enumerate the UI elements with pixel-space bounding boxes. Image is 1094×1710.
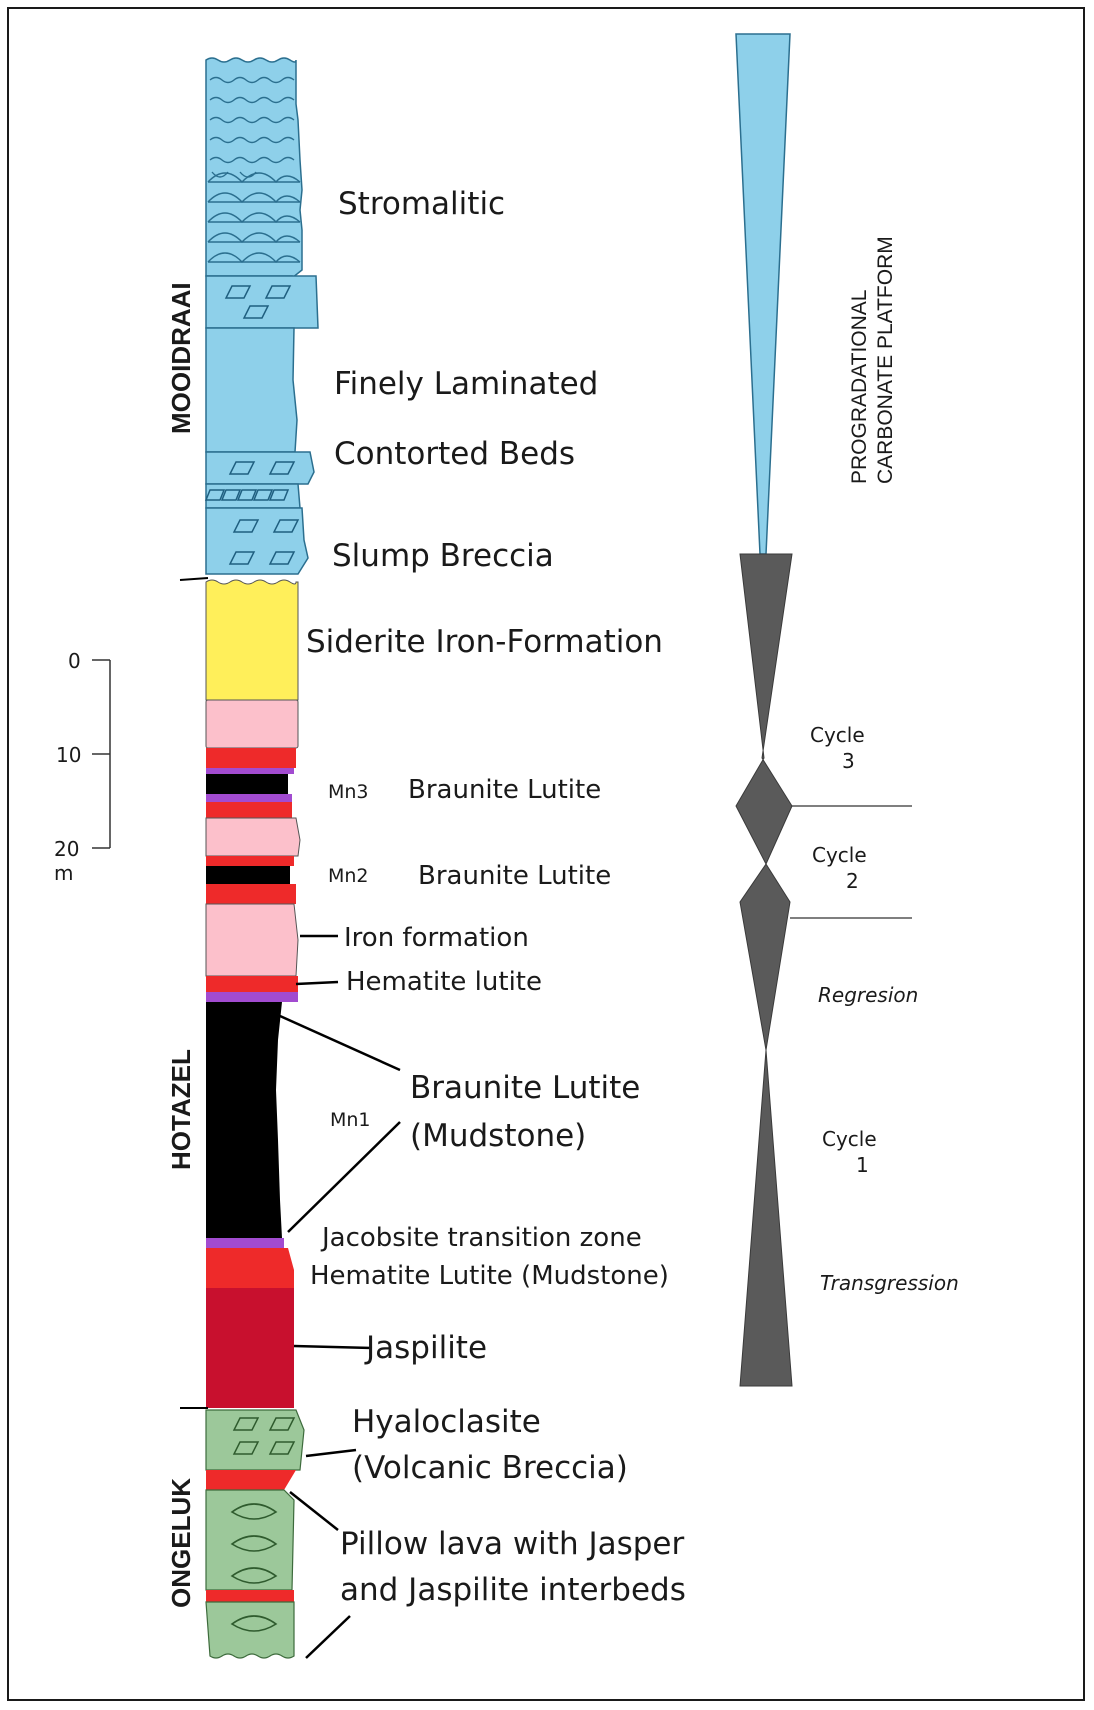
regresion-label: Regresion (818, 983, 918, 1007)
label-slump-breccia: Slump Breccia (332, 538, 554, 574)
label-iron-formation: Iron formation (344, 923, 529, 953)
cycle-1-label: Cycle (822, 1127, 877, 1151)
scale-tick-20: 20 (54, 837, 79, 861)
platform-label-line2: CARBONATE PLATFORM (874, 236, 897, 484)
bed-red-1 (206, 748, 296, 768)
scale-tick-10: 10 (56, 743, 81, 767)
bed-stromatolitic (206, 58, 302, 278)
formation-label-ongeluk: ONGELUK (166, 1478, 196, 1608)
bed-purple-1 (206, 768, 294, 774)
label-mn3: Mn3 (328, 781, 369, 803)
label-pillow-lava: Pillow lava with Jasper (340, 1526, 684, 1562)
bed-red-4 (206, 884, 296, 904)
label-jaspilite: Jaspilite (364, 1330, 487, 1366)
cycle-1-number: 1 (856, 1153, 869, 1177)
bed-black-mn2 (206, 866, 290, 884)
bed-red-hematite-upper (206, 976, 298, 992)
platform-label-line1: PROGRADATIONAL (848, 290, 871, 484)
scale-tick-0: 0 (68, 649, 81, 673)
label-hyaloclasite: Hyaloclasite (352, 1404, 541, 1440)
bed-purple-2 (206, 794, 292, 802)
bed-black-mn3 (206, 774, 288, 794)
cycle-3-label: Cycle (810, 723, 865, 747)
transgression-label: Transgression (820, 1271, 959, 1295)
formation-label-mooidraai: MOOIDRAAI (166, 282, 196, 434)
carbonate-platform-wedge (736, 34, 790, 554)
cycle-3-number: 3 (842, 749, 855, 773)
bed-hyaloclasite (206, 1410, 304, 1470)
formation-boundaries (180, 578, 208, 1408)
cycle-2-label: Cycle (812, 843, 867, 867)
lithologic-column (206, 58, 318, 1658)
label-jaspilite-interbeds: and Jaspilite interbeds (340, 1572, 686, 1608)
sequence-stratigraphy: PROGRADATIONAL CARBONATE PLATFORM Cycle … (736, 34, 959, 1386)
bed-stromatolite-lumps (206, 276, 318, 328)
label-contorted-beds: Contorted Beds (334, 436, 575, 472)
bed-purple-3 (206, 992, 298, 1002)
label-jacobsite-transition-zone: Jacobsite transition zone (320, 1223, 642, 1253)
bed-red-3 (206, 856, 294, 866)
bed-purple-jacobsite (206, 1238, 284, 1248)
label-volcanic-breccia: (Volcanic Breccia) (352, 1450, 628, 1486)
bed-red-ongeluk-1 (206, 1470, 296, 1490)
cycle-bowtie-profile (736, 554, 792, 1386)
lithology-labels: Stromalitic Finely Laminated Contorted B… (306, 186, 686, 1608)
bed-contorted (206, 452, 314, 484)
bed-jaspilite (206, 1288, 294, 1408)
label-mn1: Mn1 (330, 1109, 371, 1131)
cycle-2-number: 2 (846, 869, 859, 893)
label-mudstone-mn1: (Mudstone) (410, 1118, 586, 1154)
label-stromalitic: Stromalitic (338, 186, 505, 222)
label-finely-laminated: Finely Laminated (334, 366, 598, 402)
scale-bar: 0 10 20 m (54, 649, 110, 885)
label-braunite-lutite-mn2: Braunite Lutite (418, 861, 611, 891)
bed-pink-if-2 (206, 818, 300, 856)
bed-finely-laminated (206, 328, 297, 452)
label-braunite-lutite-mn1: Braunite Lutite (410, 1070, 640, 1106)
label-hematite-lutite-upper: Hematite lutite (346, 967, 542, 997)
bed-red-2 (206, 802, 292, 818)
label-braunite-lutite-mn3: Braunite Lutite (408, 775, 601, 805)
label-hematite-lutite-lower: Hematite Lutite (Mudstone) (310, 1261, 669, 1291)
bed-pink-if-3 (206, 904, 298, 976)
bed-black-mn1 (206, 1002, 282, 1238)
bed-pink-if-1 (206, 700, 298, 748)
bed-slump-breccia (206, 508, 308, 574)
label-mn2: Mn2 (328, 865, 369, 887)
bed-siderite-iron-formation (206, 580, 298, 700)
formation-label-hotazel: HOTAZEL (166, 1049, 196, 1170)
bed-red-hematite-lower (206, 1248, 294, 1288)
scale-unit: m (54, 861, 73, 885)
bed-red-ongeluk-2 (206, 1590, 294, 1602)
label-siderite-iron-formation: Siderite Iron-Formation (306, 624, 663, 660)
